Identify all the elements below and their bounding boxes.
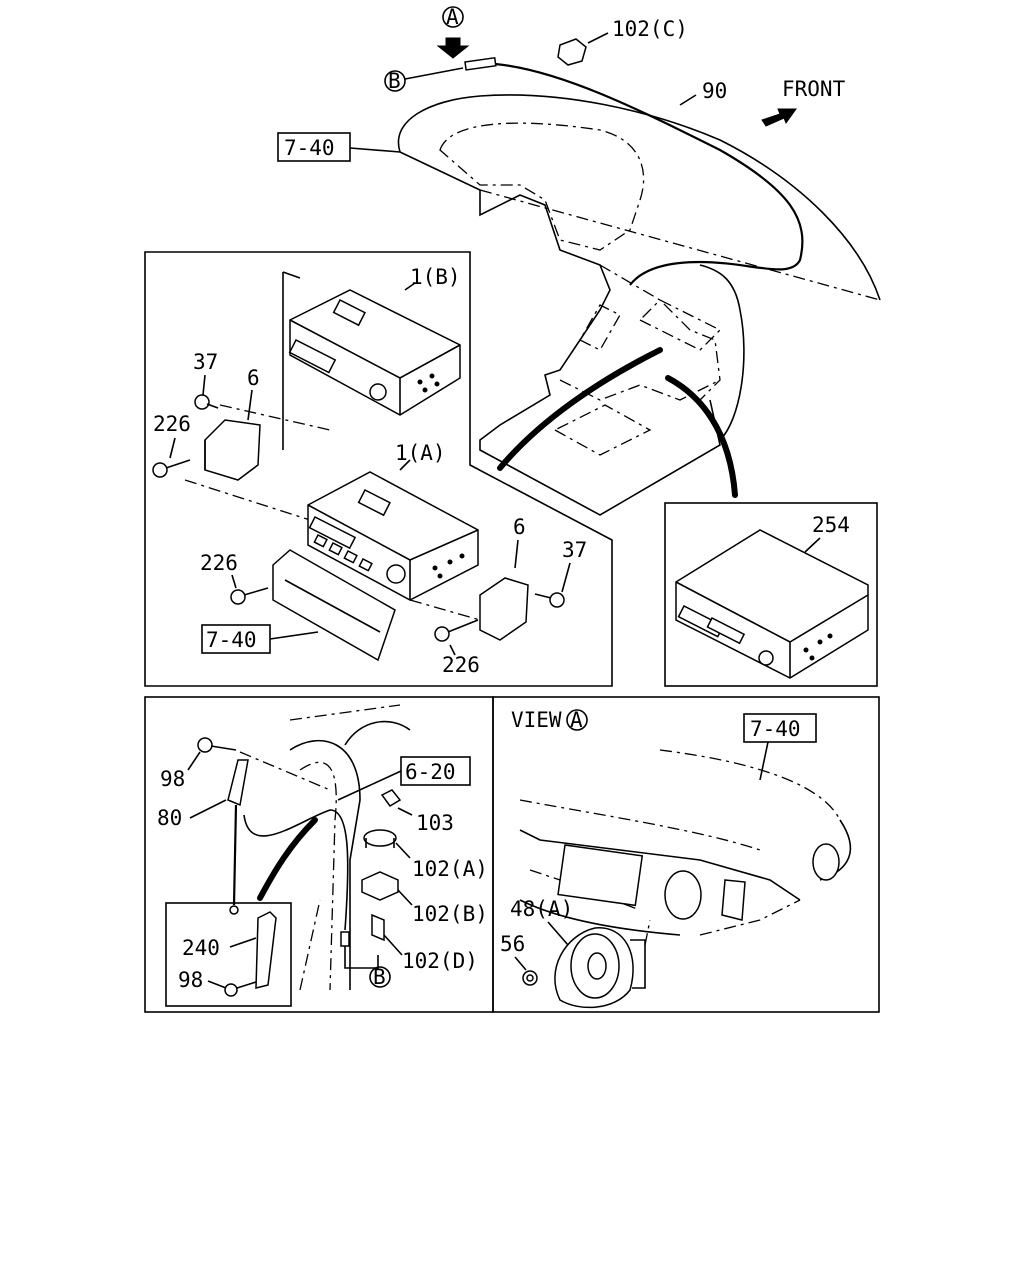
part-1a-label: 1(A) (395, 441, 446, 465)
bracket-240 (255, 911, 277, 989)
bracket-6-right (479, 577, 529, 641)
antenna-plug (464, 56, 497, 71)
part-254-label: 254 (812, 513, 850, 537)
gauge-opening (664, 870, 702, 920)
front-arrow-icon (761, 108, 797, 127)
part-6-left-label: 6 (247, 366, 260, 390)
part-102c-label: 102(C) (612, 17, 688, 41)
screw-98-top (197, 737, 237, 753)
radio-1b (288, 289, 461, 416)
ref-7-40-view-label: 7-40 (750, 717, 801, 741)
part-226-left-label: 226 (153, 412, 191, 436)
pocket-7-40 (272, 549, 396, 662)
dashboard-panel: 7-40 (277, 94, 881, 516)
view-circle-label: A (570, 708, 583, 732)
screw-98-bottom (224, 981, 257, 997)
front-label: FRONT (782, 77, 846, 101)
antenna-cable-group: B 102(C) 90 FRONT (384, 17, 846, 286)
radio-254-panel: 254 (664, 502, 878, 687)
bolt-226-mid (434, 619, 479, 642)
part-6-right-label: 6 (513, 515, 526, 539)
screw-37-right (534, 592, 565, 608)
cable-plug-bottom (340, 931, 350, 947)
part-102a-label: 102(A) (412, 857, 488, 881)
radio-1a (307, 471, 479, 601)
view-a-down-arrow (436, 37, 470, 59)
callout-pointer-bottom (257, 817, 318, 901)
callout-pointer-right (665, 375, 738, 498)
antenna-lead (243, 809, 349, 931)
part-103-label: 103 (416, 811, 454, 835)
ref-b-bottom-label: B (373, 965, 386, 989)
clamp-102b (361, 871, 399, 901)
view-a-panel: VIEW A 7-40 48(A) 56 (492, 696, 880, 1013)
antenna-cable-90 (494, 62, 804, 286)
part-240-label: 240 (182, 936, 220, 960)
clip-102d (371, 913, 385, 942)
antenna-rod-80 (227, 759, 249, 915)
part-48a-label: 48(A) (510, 897, 573, 921)
part-80-label: 80 (157, 806, 182, 830)
radio-install-panel: 1(B) 37 6 226 (144, 251, 613, 687)
part-98-bottom-label: 98 (178, 968, 203, 992)
part-102b-label: 102(B) (412, 902, 488, 926)
ref-b-top-label: B (388, 69, 401, 93)
part-226-bottom-label: 226 (200, 551, 238, 575)
nut-56 (522, 970, 538, 986)
ref-7-40-top-box (277, 132, 351, 162)
bolt-226-left (152, 459, 191, 478)
view-a-circle-label: A (446, 5, 459, 29)
part-98-top-label: 98 (160, 767, 185, 791)
part-56-label: 56 (500, 932, 525, 956)
antenna-install-panel: 98 80 6-20 103 102(A) (144, 696, 494, 1013)
part-37-left-label: 37 (193, 350, 218, 374)
part-1b-label: 1(B) (410, 265, 461, 289)
dash-opening (557, 844, 644, 907)
ref-7-40-view-box (743, 713, 817, 743)
ref-6-20-label: 6-20 (405, 760, 456, 784)
part-37-right-label: 37 (562, 538, 587, 562)
ref-7-40-mid-label: 7-40 (206, 628, 257, 652)
screw-37-left (194, 394, 219, 410)
inset-240-box (165, 902, 292, 1007)
callout-pointer-left (497, 347, 663, 471)
clamp-102a (363, 829, 397, 848)
part-226-mid-label: 226 (442, 653, 480, 677)
view-a-arrow-group: A (436, 5, 470, 59)
bolt-226-bottom (230, 587, 269, 605)
part-102d-label: 102(D) (402, 949, 478, 973)
bracket-6-left (204, 419, 261, 481)
part-90-label: 90 (702, 79, 727, 103)
vent-right (812, 843, 840, 881)
view-label: VIEW (511, 708, 562, 732)
antenna-clip-102c (557, 38, 587, 66)
speaker-48a (554, 927, 634, 1009)
radio-254 (675, 529, 869, 679)
ref-7-40-top-label: 7-40 (284, 136, 335, 160)
clip-103 (380, 789, 402, 807)
